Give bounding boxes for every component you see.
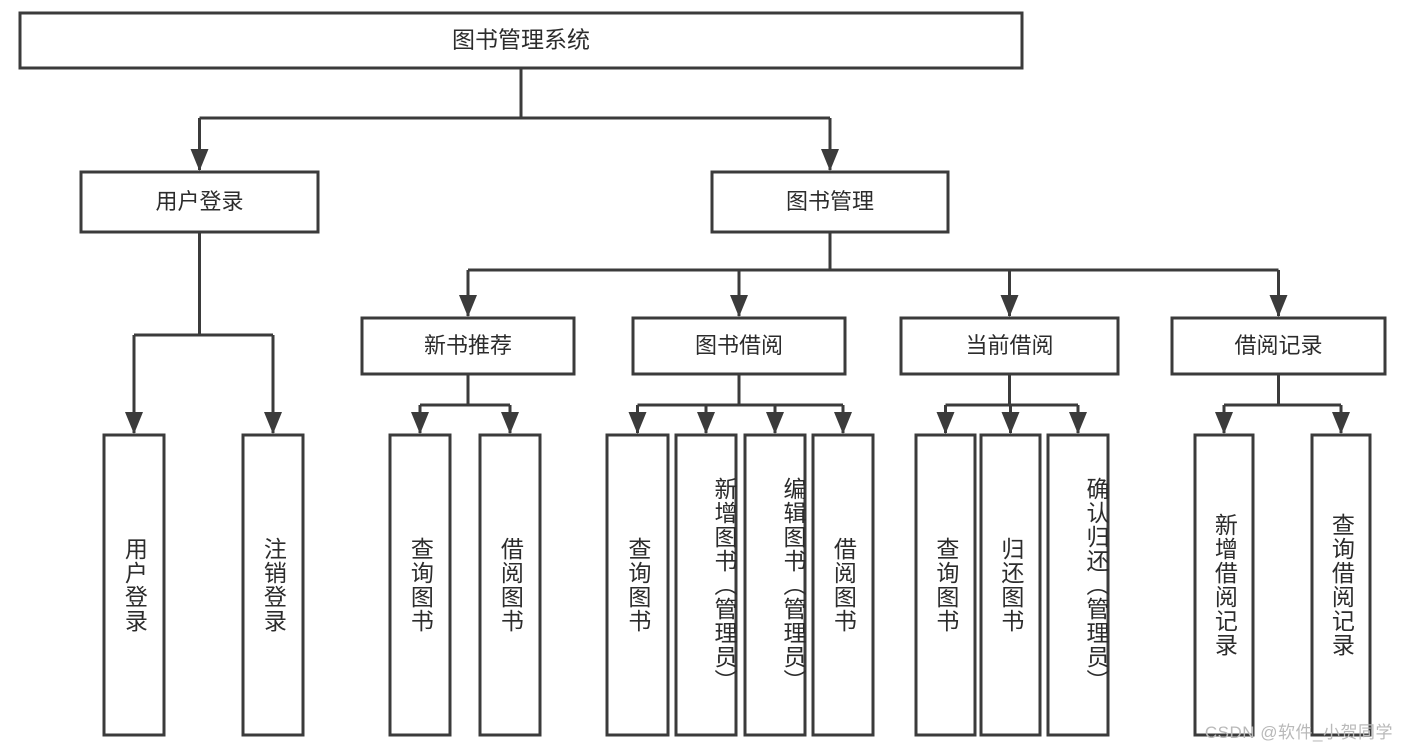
node-leaf-query-book-2[interactable]	[605, 433, 670, 737]
node-current-borrow[interactable]: 当前借阅	[899, 316, 1120, 376]
node-leaf-confirm-return-admin[interactable]	[1046, 433, 1110, 737]
arrow-head-icon-leaf-return-book	[1001, 412, 1020, 434]
arrow-head-icon-current-borrow	[1000, 295, 1019, 317]
node-box-book-borrow	[631, 316, 847, 376]
arrow-head-icon-new-book-recommend	[459, 295, 477, 317]
node-leaf-add-borrow-record[interactable]	[1193, 433, 1255, 737]
node-leaf-return-book[interactable]	[979, 433, 1042, 737]
node-label-user-login: 用户登录	[155, 189, 243, 214]
node-user-login[interactable]: 用户登录	[79, 170, 320, 234]
arrow-head-icon-leaf-query-book-2	[628, 412, 647, 434]
node-box-leaf-logout-login	[241, 433, 305, 737]
node-label-new-book-recommend: 新书推荐	[424, 333, 512, 358]
node-book-manage[interactable]: 图书管理	[710, 170, 950, 234]
node-box-leaf-borrow-book-2	[811, 433, 875, 737]
node-box-leaf-add-book-admin	[674, 433, 738, 737]
node-box-current-borrow	[899, 316, 1120, 376]
arrow-head-icon-leaf-query-book-1	[411, 412, 429, 434]
arrow-head-icon-leaf-confirm-return-admin	[1069, 412, 1087, 434]
node-leaf-query-borrow-record[interactable]	[1310, 433, 1372, 737]
node-box-book-manage	[710, 170, 950, 234]
arrow-head-icon-book-manage	[821, 149, 839, 171]
node-label-current-borrow: 当前借阅	[965, 333, 1053, 358]
node-box-leaf-user-login	[102, 433, 166, 737]
watermark-text: CSDN @软件_小贺同学	[1204, 723, 1393, 742]
node-leaf-add-book-admin[interactable]	[674, 433, 738, 737]
node-box-leaf-query-borrow-record	[1310, 433, 1372, 737]
node-leaf-query-book-1[interactable]	[388, 433, 452, 737]
node-box-new-book-recommend	[360, 316, 576, 376]
node-label-root: 图书管理系统	[452, 27, 590, 53]
node-box-leaf-borrow-book-1	[478, 433, 542, 737]
arrow-head-icon-leaf-borrow-book-2	[834, 412, 852, 434]
arrow-head-icon-user-login	[190, 149, 209, 171]
arrow-head-icon-leaf-add-borrow-record	[1215, 412, 1233, 434]
node-box-leaf-edit-book-admin	[743, 433, 807, 737]
node-root[interactable]: 图书管理系统	[18, 11, 1024, 70]
arrow-head-icon-leaf-query-borrow-record	[1332, 412, 1350, 434]
arrow-head-icon-leaf-logout-login	[264, 412, 282, 434]
arrow-head-icon-leaf-user-login	[125, 412, 143, 434]
node-leaf-edit-book-admin[interactable]	[743, 433, 807, 737]
node-box-leaf-query-book-3	[914, 433, 977, 737]
node-box-leaf-confirm-return-admin	[1046, 433, 1110, 737]
arrow-head-icon-leaf-query-book-3	[936, 412, 955, 434]
node-leaf-logout-login[interactable]	[241, 433, 305, 737]
node-leaf-borrow-book-2[interactable]	[811, 433, 875, 737]
arrow-head-icon-book-borrow	[730, 295, 748, 317]
node-box-leaf-query-book-2	[605, 433, 670, 737]
node-book-borrow[interactable]: 图书借阅	[631, 316, 847, 376]
arrow-head-icon-borrow-record	[1269, 295, 1288, 317]
node-leaf-query-book-3[interactable]	[914, 433, 977, 737]
node-leaf-user-login[interactable]	[102, 433, 166, 737]
node-label-borrow-record: 借阅记录	[1234, 333, 1322, 358]
node-borrow-record[interactable]: 借阅记录	[1170, 316, 1387, 376]
node-label-book-borrow: 图书借阅	[695, 333, 783, 358]
node-box-leaf-add-borrow-record	[1193, 433, 1255, 737]
node-box-leaf-query-book-1	[388, 433, 452, 737]
node-box-borrow-record	[1170, 316, 1387, 376]
node-label-book-manage: 图书管理	[786, 189, 874, 214]
node-box-user-login	[79, 170, 320, 234]
node-leaf-borrow-book-1[interactable]	[478, 433, 542, 737]
node-box-root	[18, 11, 1024, 70]
node-new-book-recommend[interactable]: 新书推荐	[360, 316, 576, 376]
arrow-head-icon-leaf-borrow-book-1	[501, 412, 519, 434]
connectors-layer	[125, 68, 1350, 434]
node-box-leaf-return-book	[979, 433, 1042, 737]
arrow-head-icon-leaf-edit-book-admin	[766, 412, 784, 434]
arrow-head-icon-leaf-add-book-admin	[697, 412, 715, 434]
